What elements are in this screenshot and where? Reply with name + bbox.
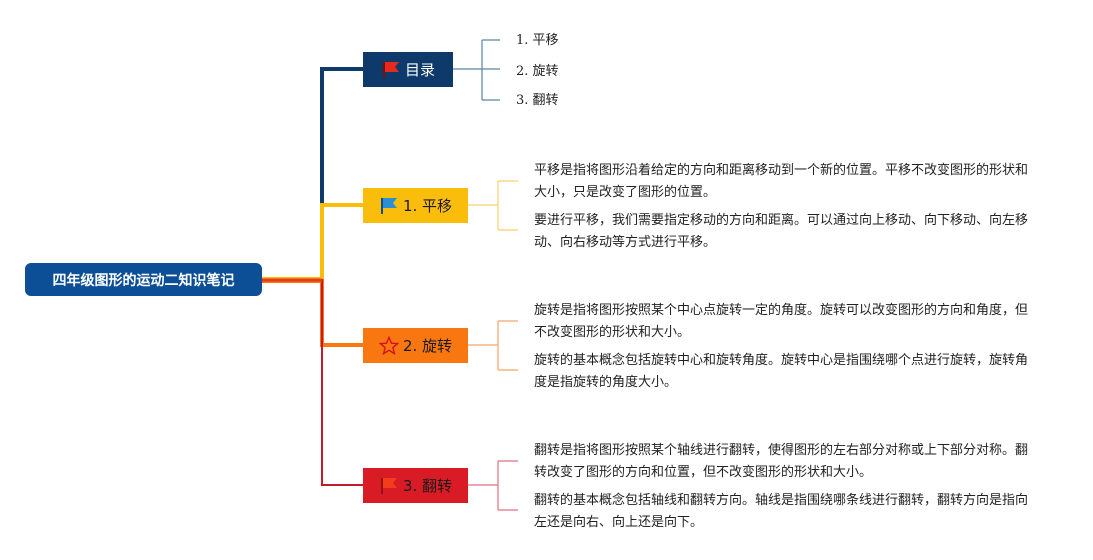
bracket-flip xyxy=(468,460,518,511)
root-node[interactable]: 四年级图形的运动二知识笔记 xyxy=(25,263,262,296)
translation-note: 要进行平移，我们需要指定移动的方向和距离。可以通过向上移动、向下移动、向左移动、… xyxy=(534,213,1029,250)
red-flag-icon xyxy=(382,61,399,78)
bracket-rotation xyxy=(468,320,518,371)
connector-root-toc xyxy=(262,67,363,281)
translation-note: 平移是指将图形沿着给定的方向和距离移动到一个新的位置。平移不改变图形的形状和大小… xyxy=(534,163,1029,200)
star-icon xyxy=(378,335,399,355)
rotation-note: 旋转是指将图形按照某个中心点旋转一定的角度。旋转可以改变图形的方向和角度，但不改… xyxy=(534,303,1029,340)
branch-translation-label: 1. 平移 xyxy=(402,197,453,215)
root-title: 四年级图形的运动二知识笔记 xyxy=(52,272,235,289)
toc-item[interactable]: 3. 翻转 xyxy=(516,93,559,108)
branch-flip-label: 3. 翻转 xyxy=(402,477,453,495)
rotation-note: 旋转的基本概念包括旋转中心和旋转角度。旋转中心是指围绕哪个点进行旋转，旋转角度是… xyxy=(534,353,1029,390)
toc-item[interactable]: 2. 旋转 xyxy=(516,64,559,79)
bracket-translation xyxy=(468,180,518,231)
flip-note: 翻转是指将图形按照某个轴线进行翻转，使得图形的左右部分对称或上下部分对称。翻转改… xyxy=(534,443,1029,480)
connector-root-flip xyxy=(262,279,363,486)
branch-translation[interactable]: 1. 平移 xyxy=(363,188,468,223)
branch-toc[interactable]: 目录 xyxy=(363,52,453,87)
flip-note: 翻转的基本概念包括轴线和翻转方向。轴线是指围绕哪条线进行翻转，翻转方向是指向左还… xyxy=(534,493,1029,530)
bracket-toc xyxy=(453,39,500,101)
blue-flag-icon xyxy=(380,197,397,214)
connector-root-rotation xyxy=(262,279,363,347)
branch-rotation-label: 2. 旋转 xyxy=(402,337,453,355)
connector-root-translation xyxy=(262,203,363,281)
toc-item[interactable]: 1. 平移 xyxy=(516,33,559,48)
red-flag-icon xyxy=(380,477,397,494)
branch-toc-label: 目录 xyxy=(404,61,435,79)
branch-flip[interactable]: 3. 翻转 xyxy=(363,468,468,503)
branch-rotation[interactable]: 2. 旋转 xyxy=(363,328,468,363)
